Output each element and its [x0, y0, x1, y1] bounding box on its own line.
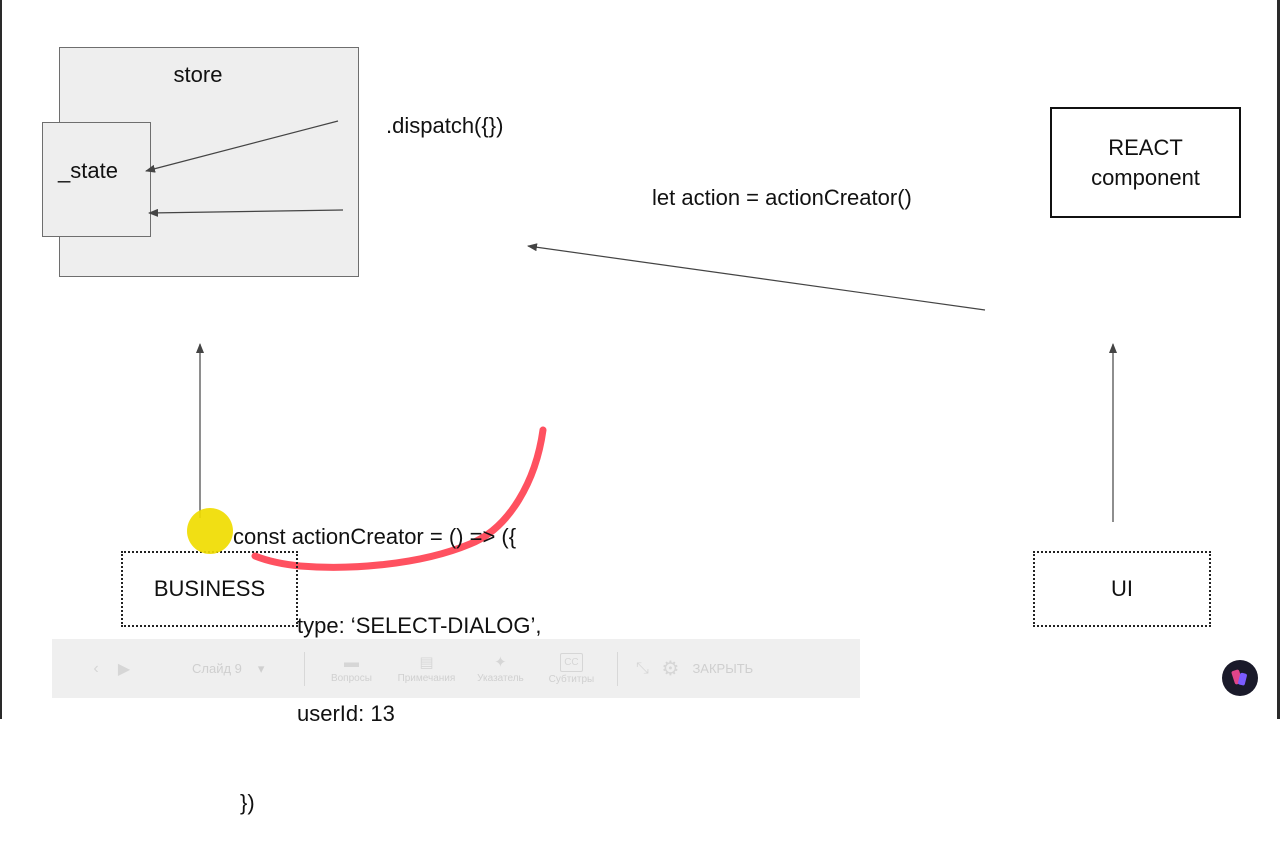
- toolbar-divider: [617, 651, 619, 686]
- dispatch-label: .dispatch({}): [386, 113, 504, 138]
- action-creator-call-label: let action = actionCreator(): [652, 185, 912, 210]
- fullscreen-exit-icon[interactable]: ⤡: [636, 659, 649, 677]
- right-edge-bar: [1277, 0, 1280, 719]
- diagram-arrows: [145, 120, 1117, 571]
- cursor-highlight: [187, 508, 233, 554]
- notes-icon: ▤: [419, 653, 434, 671]
- chevron-down-icon: ▾: [257, 660, 265, 676]
- red-annotation-stroke: [251, 426, 547, 571]
- slide-selector[interactable]: Слайд 9 ▾: [192, 661, 264, 677]
- action-creator-code: const actionCreator = () => ({ type: ‘SE…: [233, 463, 542, 847]
- next-slide-icon[interactable]: ▶: [117, 660, 131, 678]
- presentation-toolbar: ‹ ▶ Слайд 9 ▾ ▬ Вопросы ▤ Примечания ✦ У…: [52, 639, 860, 698]
- react-component-box: REACT component: [1050, 107, 1241, 218]
- business-box: BUSINESS: [121, 551, 298, 627]
- arrow-dispatch-to-state-lower: [148, 208, 344, 217]
- slide-label: Слайд 9: [192, 661, 242, 676]
- store-label: store: [173, 62, 223, 87]
- subtitles-icon: CC: [560, 652, 583, 672]
- pointer-caption: Указатель: [477, 672, 524, 684]
- toolbar-divider: [304, 651, 306, 686]
- subtitles-button[interactable]: CC Субтитры: [535, 652, 607, 685]
- previous-slide-icon[interactable]: ‹: [93, 659, 99, 677]
- code-line-4: }): [240, 789, 255, 815]
- react-box-line2: component: [1091, 164, 1200, 190]
- state-box: [42, 122, 151, 237]
- code-line-2: type: ‘SELECT-DIALOG’,: [297, 612, 542, 638]
- questions-caption: Вопросы: [330, 672, 372, 684]
- logo-mark: [1231, 669, 1247, 686]
- pointer-button[interactable]: ✦ Указатель: [465, 654, 535, 684]
- gear-icon[interactable]: ⚙: [661, 658, 680, 680]
- ui-box: UI: [1033, 551, 1211, 627]
- arrow-action-to-dispatch: [527, 243, 986, 311]
- code-line-1: const actionCreator = () => ({: [233, 524, 517, 549]
- close-button[interactable]: ЗАКРЫТЬ: [692, 661, 754, 676]
- business-label: BUSINESS: [153, 576, 266, 601]
- channel-logo-icon: [1222, 660, 1258, 696]
- left-edge-bar: [0, 0, 2, 719]
- notes-caption: Примечания: [397, 672, 456, 684]
- react-box-line1: REACT: [1108, 134, 1183, 160]
- questions-button[interactable]: ▬ Вопросы: [315, 654, 387, 684]
- subtitles-caption: Субтитры: [548, 673, 595, 685]
- notes-button[interactable]: ▤ Примечания: [387, 654, 465, 684]
- ui-label: UI: [1111, 576, 1133, 601]
- code-line-3: userId: 13: [297, 701, 395, 726]
- chat-bubbles-icon: ▬: [343, 653, 359, 671]
- arrow-dispatch-to-state-upper: [145, 120, 339, 173]
- pointer-icon: ✦: [494, 653, 507, 671]
- state-label: _state: [58, 158, 118, 183]
